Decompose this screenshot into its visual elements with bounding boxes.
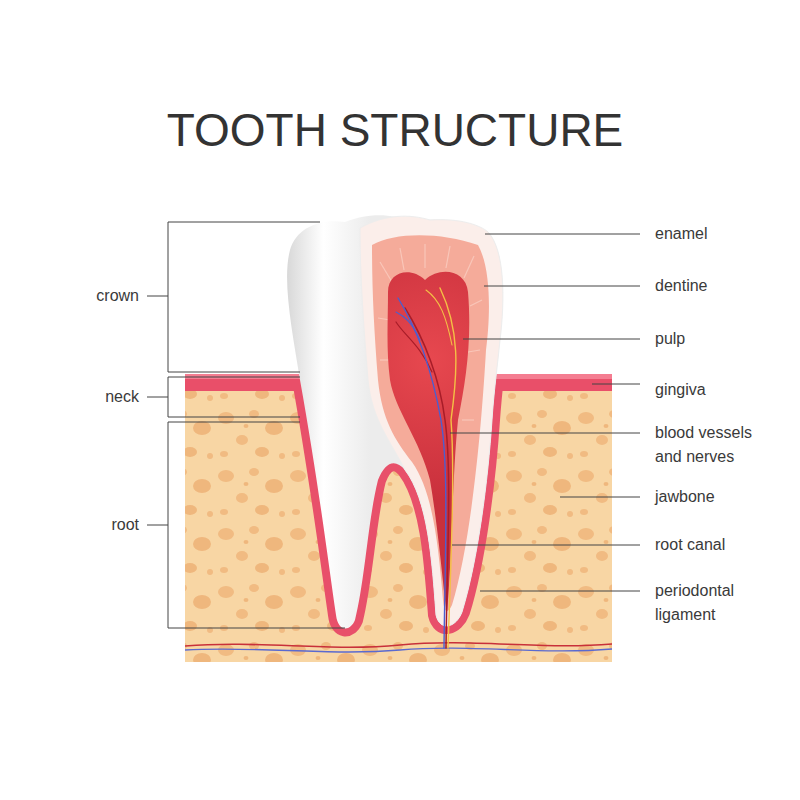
bracket-tick (147, 525, 168, 526)
part-label: gingiva (655, 378, 706, 402)
neck-bracket (168, 377, 300, 417)
gingiva-right (490, 374, 612, 391)
vein (398, 298, 446, 648)
artery-line (185, 643, 612, 648)
gingiva-right-top (490, 374, 612, 379)
enamel-section (360, 216, 503, 626)
leader-line (452, 545, 640, 546)
tubule (380, 262, 392, 282)
periodontal-band (287, 374, 503, 628)
leader-line (450, 433, 640, 434)
part-label: periodontal ligament (655, 579, 780, 627)
nerve (440, 288, 456, 648)
tubule (446, 246, 450, 268)
part-label: jawbone (655, 485, 715, 509)
leader-line (480, 591, 640, 592)
vein-line (185, 648, 612, 652)
part-label: enamel (655, 222, 707, 246)
part-label: dentine (655, 274, 708, 298)
leader-line (560, 497, 640, 498)
bracket-tick (147, 296, 168, 297)
pulp-chamber (388, 272, 470, 612)
vein-branch (396, 312, 420, 340)
tubule (424, 244, 425, 268)
part-label: neck (105, 385, 139, 409)
leader-lines (450, 234, 640, 591)
nerve-branch (426, 290, 452, 345)
dentine-section (372, 235, 489, 611)
part-label: root canal (655, 533, 725, 557)
bone-vessels (185, 643, 612, 652)
leader-line (485, 234, 640, 235)
tubule (470, 300, 482, 306)
part-label: pulp (655, 327, 685, 351)
leader-line (484, 286, 640, 287)
part-label: root (111, 513, 139, 537)
crown-bracket (168, 222, 320, 372)
diagram-title: TOOTH STRUCTURE (0, 102, 790, 158)
part-label: crown (96, 284, 139, 308)
tubule (400, 248, 404, 270)
tooth-outline (287, 215, 503, 628)
artery (405, 308, 449, 648)
vessels-nerves (396, 288, 456, 648)
ligament-shape (287, 374, 503, 628)
tubule (464, 256, 474, 278)
leader-line (592, 384, 640, 385)
root-bracket (168, 422, 345, 628)
tubule (462, 419, 474, 420)
brackets (147, 222, 345, 628)
leader-line (463, 339, 640, 340)
tubule (468, 350, 480, 352)
bracket-tick (147, 397, 168, 398)
part-label: blood vessels and nerves (655, 421, 780, 469)
